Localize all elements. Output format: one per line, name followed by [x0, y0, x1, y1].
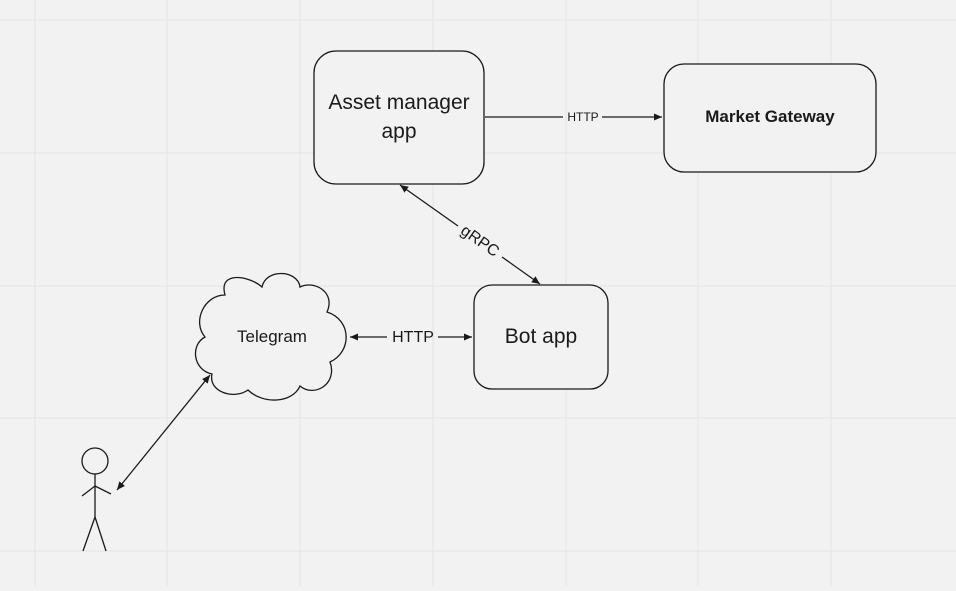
user-arm-right	[94, 485, 112, 495]
bot-app-label: Bot app	[505, 325, 577, 348]
cloud-shape	[194, 272, 347, 401]
user-head	[81, 447, 109, 475]
node-telegram-cloud[interactable]: Telegram	[194, 272, 347, 401]
edge-asset-to-bot[interactable]: gRPC	[399, 184, 541, 285]
edge-telegram-to-bot[interactable]: HTTP	[350, 329, 472, 346]
asset-manager-label-line2: app	[381, 120, 416, 143]
node-market-gateway[interactable]: Market Gateway	[663, 63, 877, 173]
edge-user-to-telegram[interactable]	[116, 374, 211, 491]
telegram-label: Telegram	[237, 327, 307, 346]
edge-asset-to-gateway[interactable]: HTTP	[485, 110, 662, 124]
market-gateway-label: Market Gateway	[705, 107, 835, 126]
user-leg-right	[94, 516, 107, 552]
node-user-stick-figure[interactable]	[81, 447, 112, 552]
edge-label-grpc: gRPC	[457, 222, 502, 260]
edge-label-http-bottom: HTTP	[392, 329, 434, 346]
node-asset-manager-app[interactable]: Asset manager app	[313, 50, 485, 185]
edge-label-http-top: HTTP	[567, 110, 598, 124]
user-leg-left	[82, 516, 96, 552]
asset-manager-label-line1: Asset manager	[328, 91, 469, 114]
node-bot-app[interactable]: Bot app	[473, 284, 609, 390]
user-arms	[81, 485, 96, 497]
